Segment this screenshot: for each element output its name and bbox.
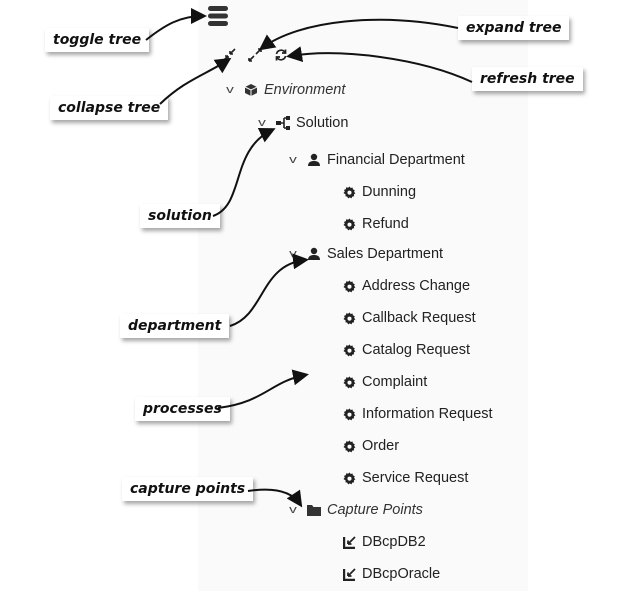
node-label: Financial Department [327,152,465,168]
tree-node-capture-point[interactable]: DBcpOracle [342,563,440,585]
tree-node-process[interactable]: Dunning [342,181,416,203]
node-label: Catalog Request [362,342,471,358]
node-label: Dunning [362,184,417,200]
refresh-icon [275,49,287,61]
gear-icon [342,279,356,293]
cube-icon [244,83,258,97]
tree-node-process[interactable]: Information Request [342,403,493,425]
callout-refresh-tree: refresh tree [472,67,583,91]
capture-point-icon [342,535,356,549]
sitemap-icon [276,116,290,130]
tree-node-process[interactable]: Address Change [342,275,470,297]
user-icon [307,247,321,261]
node-label: Environment [264,82,346,98]
node-label: Callback Request [362,310,476,326]
gear-icon [342,343,356,357]
gear-icon [342,311,356,325]
chevron-down-icon[interactable]: v [289,154,297,166]
tree-node-capture-points[interactable]: v Capture Points [287,499,423,521]
tree-node-solution[interactable]: v Solution [256,112,348,134]
node-label: Sales Department [327,246,444,262]
expand-icon [248,48,262,62]
gear-icon [342,217,356,231]
node-label: Complaint [362,374,428,390]
callout-processes: processes [135,397,230,421]
tree-node-process[interactable]: Complaint [342,371,427,393]
callout-expand-tree: expand tree [458,16,570,40]
tree-node-capture-point[interactable]: DBcpDB2 [342,531,426,553]
user-icon [307,153,321,167]
node-label: DBcpDB2 [362,534,426,550]
capture-point-icon [342,567,356,581]
refresh-tree-button[interactable] [274,48,288,62]
callout-toggle-tree: toggle tree [45,28,150,52]
node-label: Address Change [362,278,471,294]
node-label: Solution [296,115,349,131]
node-label: Order [362,438,400,454]
gear-icon [342,439,356,453]
callout-solution: solution [140,204,220,228]
tree-node-process[interactable]: Refund [342,213,409,235]
gear-icon [342,185,356,199]
gear-icon [342,375,356,389]
chevron-down-icon[interactable]: v [258,117,266,129]
tree-node-environment[interactable]: v Environment [224,79,345,101]
gear-icon [342,471,356,485]
node-label: Service Request [362,470,469,486]
chevron-down-icon[interactable]: v [289,504,297,516]
node-label: Information Request [362,406,493,422]
node-label: Refund [362,216,409,232]
expand-tree-button[interactable] [248,48,262,62]
callout-capture-points: capture points [122,477,254,501]
folder-icon [307,503,321,517]
chevron-down-icon[interactable]: v [226,84,234,96]
tree-node-process[interactable]: Service Request [342,467,468,489]
menu-icon [208,6,228,26]
node-label: DBcpOracle [362,566,441,582]
tree-node-process[interactable]: Order [342,435,399,457]
node-label: Capture Points [327,502,423,518]
tree-node-process[interactable]: Catalog Request [342,339,470,361]
toggle-tree-button[interactable] [207,4,229,28]
callout-department: department [120,314,230,338]
callout-collapse-tree: collapse tree [50,96,169,120]
gear-icon [342,407,356,421]
tree-node-financial-department[interactable]: v Financial Department [287,149,465,171]
tree-node-process[interactable]: Callback Request [342,307,476,329]
